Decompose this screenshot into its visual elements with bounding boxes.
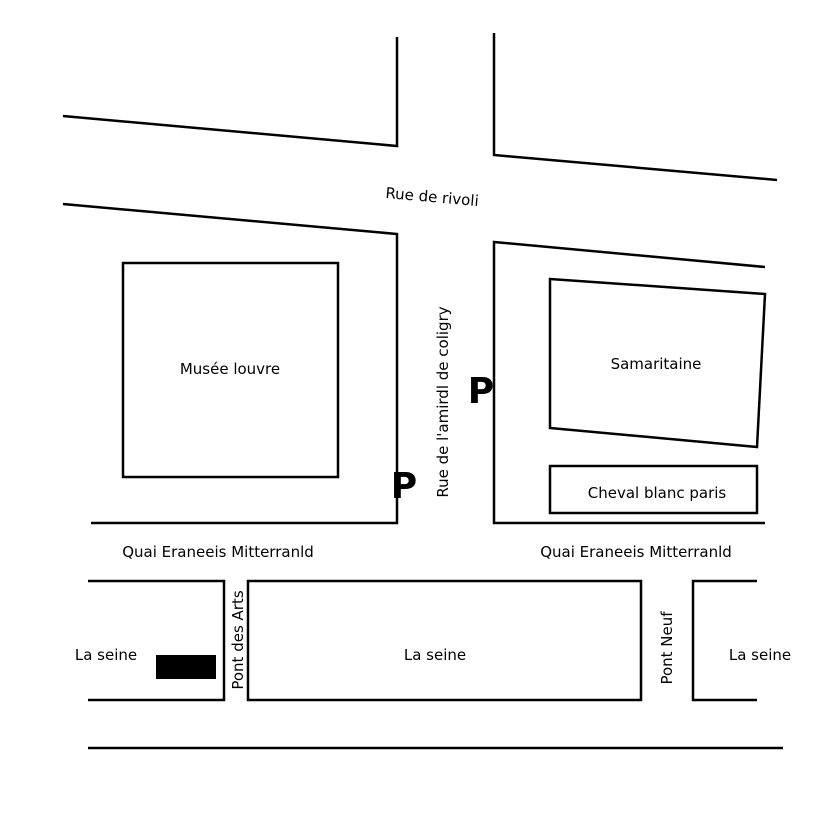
street-label-quai-right: Quai Eraneeis Mitterranld [540, 543, 732, 561]
building-label-cheval-blanc: Cheval blanc paris [588, 484, 727, 502]
louvre-building [121, 261, 340, 479]
bridge-label-pont-neuf: Pont Neuf [658, 611, 676, 685]
block-top-right-edge [492, 33, 778, 182]
boat-marker [156, 655, 216, 679]
street-label-rue-rivoli: Rue de rivoli [385, 184, 480, 210]
seine-center-section [246, 579, 643, 702]
river-label-left: La seine [75, 646, 137, 664]
seine-right-section [691, 579, 757, 702]
parking-icon: P [391, 466, 417, 507]
river-label-right: La seine [729, 646, 791, 664]
samaritaine-building [548, 277, 767, 449]
building-label-samaritaine: Samaritaine [611, 355, 702, 373]
river-label-center: La seine [404, 646, 466, 664]
block-louvre-edge [62, 202, 399, 525]
cheval-blanc-building [548, 464, 759, 515]
bridge-label-pont-des-arts: Pont des Arts [229, 590, 247, 689]
street-label-rue-coligny: Rue de l'amirdl de coligry [434, 306, 452, 497]
seine-left-section [88, 579, 226, 702]
street-label-quai-left: Quai Eraneeis Mitterranld [122, 543, 314, 561]
block-samaritaine-edge [492, 240, 766, 525]
building-label-louvre: Musée louvre [180, 360, 280, 378]
parking-icon: P [468, 371, 494, 412]
block-top-left-edge [62, 37, 399, 148]
